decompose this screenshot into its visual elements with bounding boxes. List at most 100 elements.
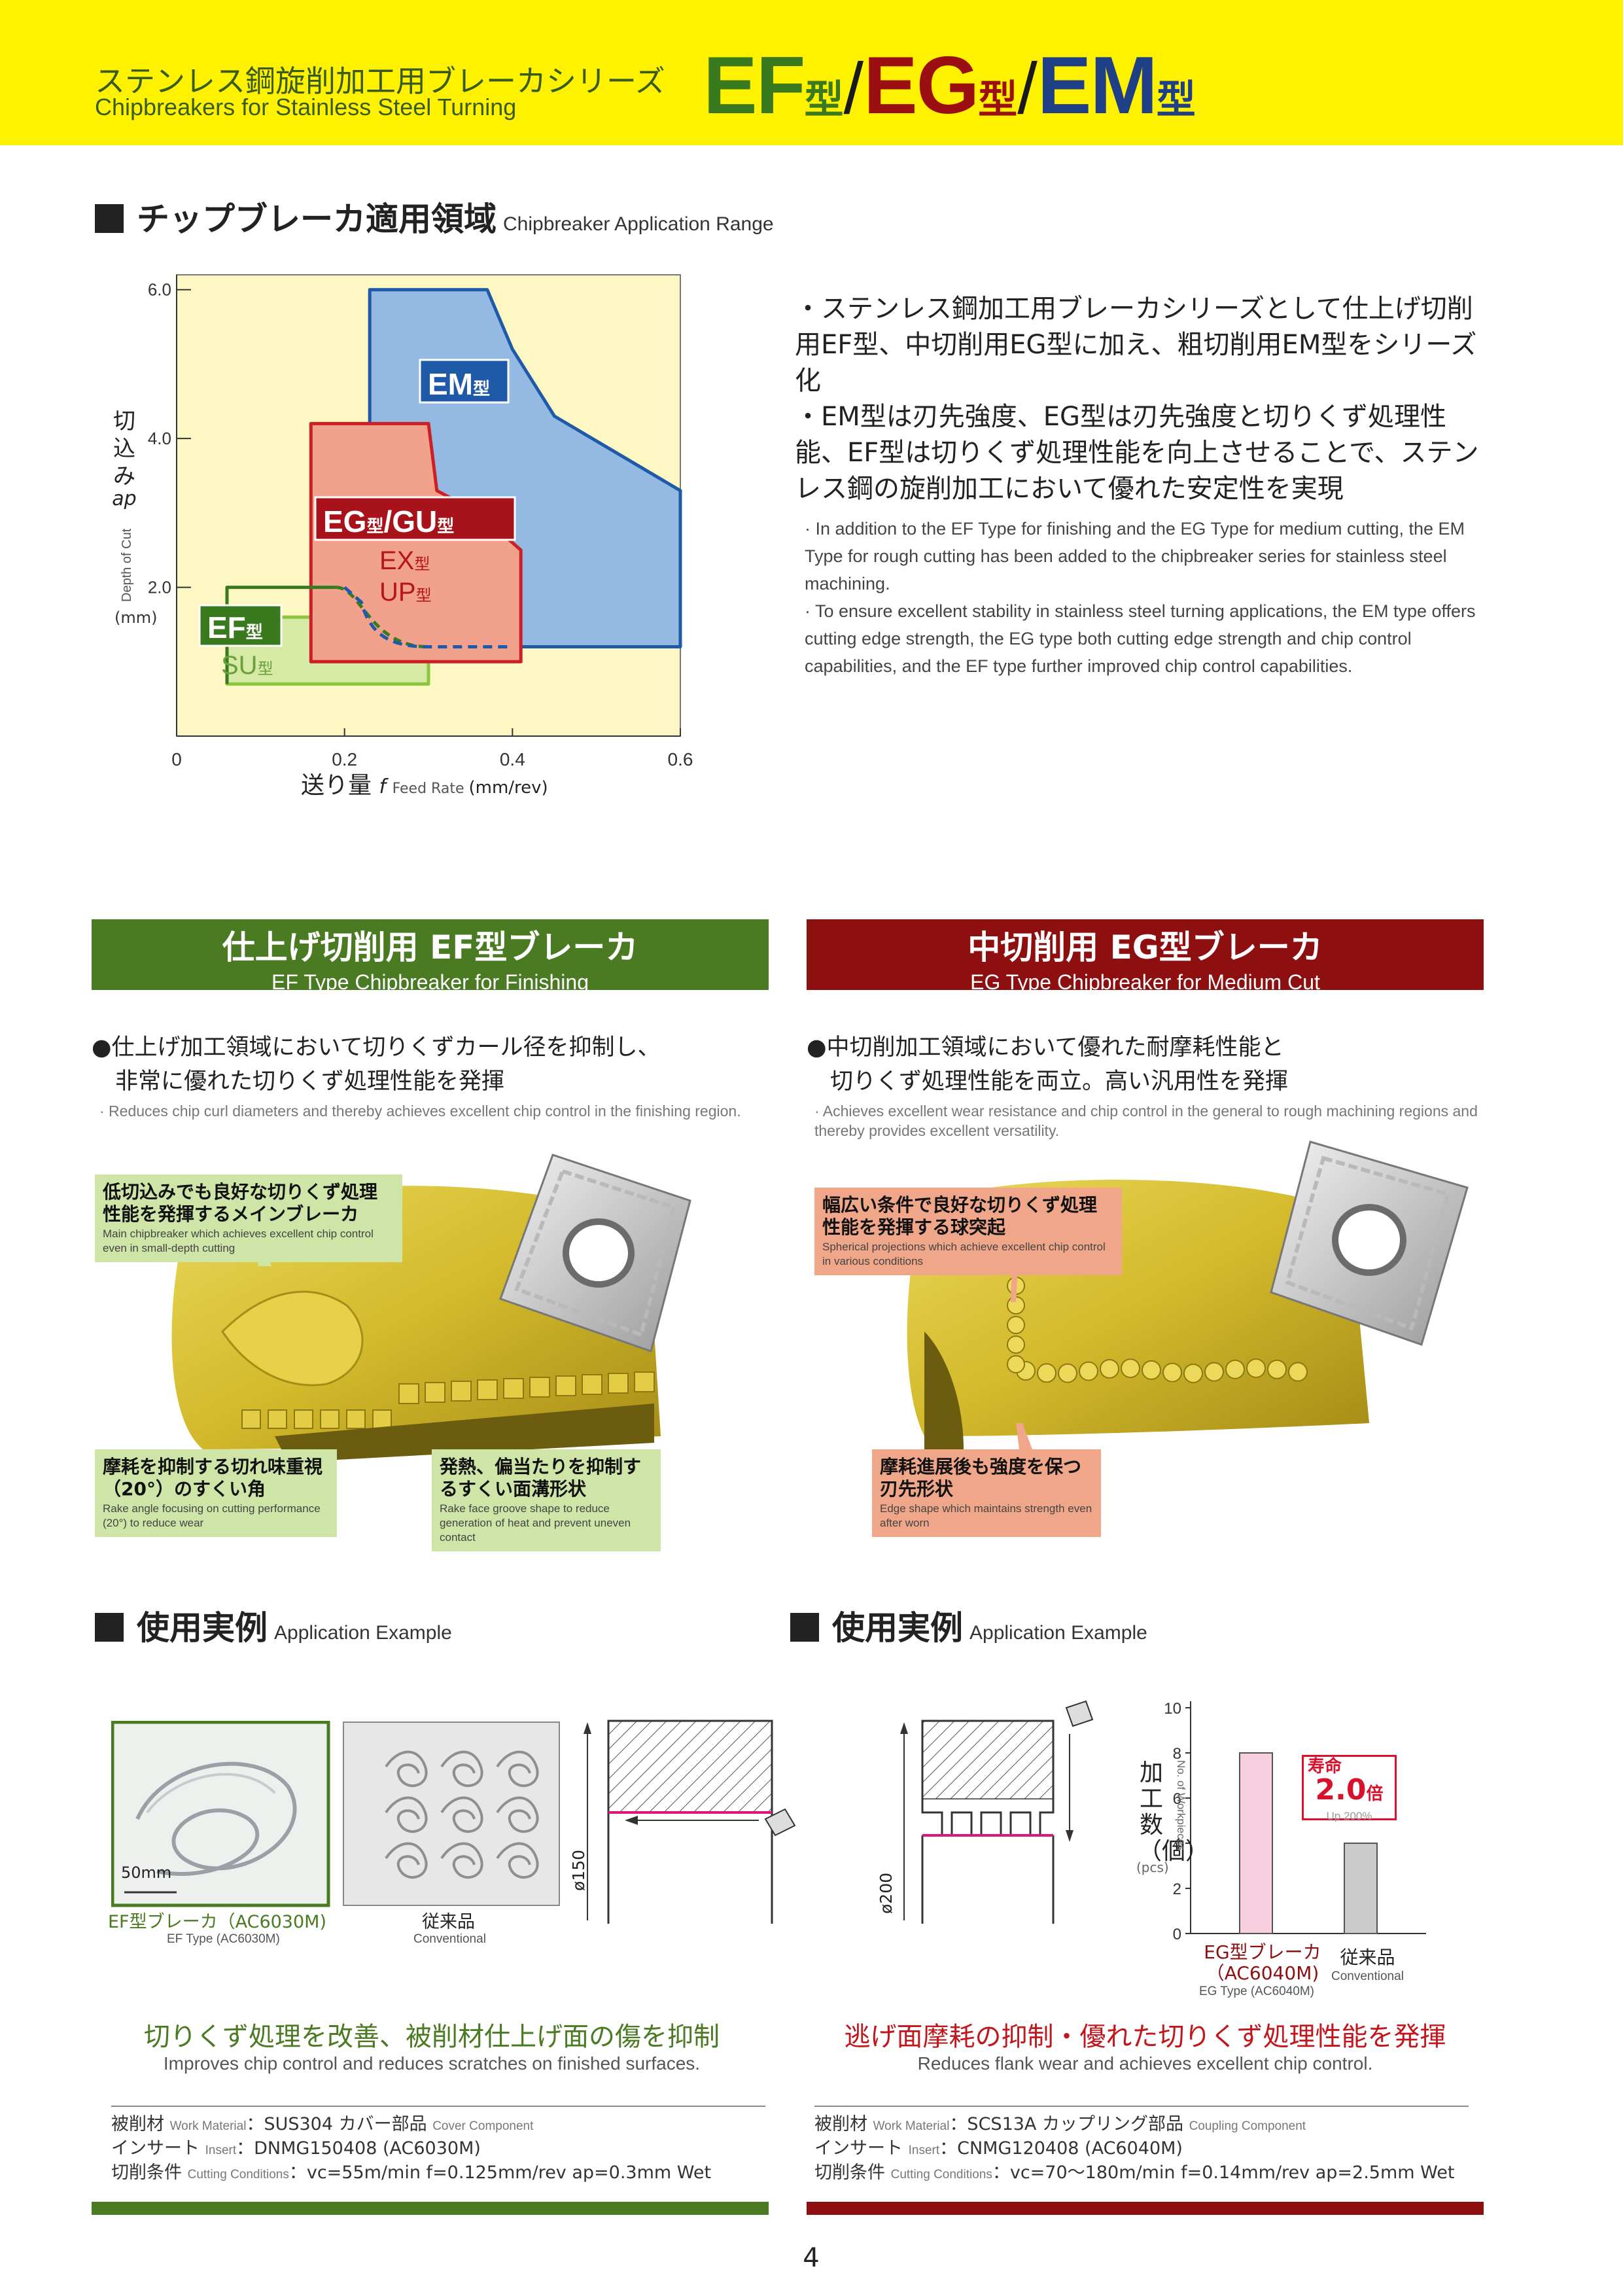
groove-dimple	[241, 1409, 261, 1429]
y-tick-label: 6.0	[148, 280, 171, 300]
app-right-caption: 逃げ面摩耗の抑制・優れた切りくず処理性能を発揮 Reduces flank we…	[807, 2015, 1484, 2074]
eg-bullet-en: · Achieves excellent wear resistance and…	[814, 1103, 1478, 1139]
bar-y-tick-label: 0	[1173, 1926, 1181, 1943]
y-axis-title-char: 込	[113, 436, 135, 462]
spherical-projection	[1183, 1363, 1203, 1383]
ef-bar-title-en: EF Type Chipbreaker for Finishing	[271, 970, 589, 994]
spherical-projection	[1225, 1359, 1245, 1379]
bar-y-tick-label: 6	[1173, 1790, 1181, 1808]
bar-chart-ylabel-en: No. of Workpieces	[1175, 1760, 1187, 1851]
app-right-title-en: Application Example	[969, 1622, 1147, 1644]
bar-chart-ylabel-unit: (pcs)	[1136, 1860, 1169, 1875]
ef-callout-rake-angle: 摩耗を抑制する切れ味重視（20°）のすくい角 Rake angle focusi…	[95, 1449, 337, 1537]
workpiece-diagram-right	[900, 1700, 1094, 1924]
workpiece-diagram-left	[584, 1720, 796, 1924]
region-ex-up	[343, 586, 513, 649]
conventional-chip	[385, 1842, 428, 1879]
groove-dimple	[451, 1381, 472, 1402]
eg-callout-pointer-2	[1016, 1423, 1032, 1449]
eg-callout-2-jp: 摩耗進展後も強度を保つ刃先形状	[880, 1456, 1082, 1500]
scale-label: 50mm	[121, 1863, 172, 1882]
diameter-label-right: ø200	[877, 1872, 896, 1914]
bar-y-tick-label: 2	[1173, 1881, 1181, 1898]
range-title-jp: チップブレーカ適用領域	[137, 200, 497, 238]
y-axis-unit: (mm)	[114, 609, 157, 627]
spherical-projection	[1288, 1362, 1308, 1382]
ef-photo-label: EF型ブレーカ（AC6030M)	[108, 1912, 326, 1932]
x-tick-label: 0.6	[668, 749, 693, 769]
region-label: EF型	[207, 610, 263, 645]
bar2-label: 従来品 Conventional	[1331, 1947, 1404, 1983]
conventional-chip	[440, 1750, 483, 1788]
app-right-title-jp: 使用実例	[832, 1609, 963, 1647]
life-badge: 寿命 2.0倍 Up 200%	[1302, 1755, 1397, 1822]
app-left-title-en: Application Example	[274, 1622, 452, 1644]
spherical-projection	[1204, 1362, 1224, 1382]
groove-dimple	[372, 1409, 392, 1429]
region-label-box	[419, 359, 510, 404]
em-type-char: 型	[1156, 78, 1196, 122]
ef-callout-3-en: Rake face groove shape to reduce generat…	[440, 1502, 631, 1544]
groove-dimple	[398, 1383, 419, 1404]
eg-edge-shadow	[924, 1332, 964, 1462]
conventional-chip	[496, 1796, 539, 1833]
spherical-projection	[1007, 1316, 1025, 1334]
bar1-label-en: EG Type (AC6040M)	[1199, 1985, 1315, 1998]
eg-callout-2-en: Edge shape which maintains strength even…	[880, 1502, 1092, 1529]
range-desc-en-2: · To ensure excellent stability in stain…	[805, 601, 1476, 676]
eg-bar-title-en: EG Type Chipbreaker for Medium Cut	[970, 970, 1320, 994]
cond-right-3: 切削条件 Cutting Conditions：vc=70～180m/min f…	[814, 2163, 1455, 2183]
y-axis-title-char: み	[113, 463, 135, 489]
conventional-chip	[385, 1796, 428, 1833]
eg-callout-1-en: Spherical projections which achieve exce…	[822, 1241, 1106, 1267]
groove-dimple	[320, 1409, 340, 1429]
ef-chip-photo	[111, 1721, 330, 1907]
groove-dimple	[294, 1409, 313, 1429]
range-desc-en-1: · In addition to the EF Type for finishi…	[805, 519, 1465, 593]
spherical-projection	[1058, 1363, 1077, 1383]
x-tick-label: 0	[171, 749, 182, 769]
eg-bullet: ●中切削加工領域において優れた耐摩耗性能と 切りくず処理性能を両立。高い汎用性を…	[807, 1031, 1487, 1140]
cond-left-3: 切削条件 Cutting Conditions：vc=55m/min f=0.1…	[111, 2163, 712, 2183]
spherical-projection	[1142, 1360, 1161, 1380]
em-type-text: EM	[1037, 41, 1158, 131]
x-axis-title: 送り量 f Feed Rate (mm/rev)	[301, 772, 548, 799]
region-label-su: SU型	[221, 651, 273, 680]
conventional-chip	[496, 1750, 539, 1788]
app-right-caption-en: Reduces flank wear and achieves excellen…	[917, 2053, 1373, 2074]
ef-bullet-jp-2: 非常に優れた切りくず処理性能を発揮	[115, 1069, 505, 1095]
conventional-photo-label: 従来品	[422, 1912, 475, 1932]
region-label-up: UP型	[379, 578, 432, 607]
y-tick-label: 4.0	[148, 429, 171, 448]
ef-bullet-en: · Reduces chip curl diameters and thereb…	[99, 1103, 741, 1120]
ef-type-char: 型	[804, 78, 844, 122]
ef-callout-main-breaker: 低切込みでも良好な切りくず処理性能を発揮するメインブレーカ Main chipb…	[95, 1174, 402, 1262]
app-left-title-jp: 使用実例	[137, 1609, 268, 1647]
diameter-label-left: ø150	[569, 1849, 588, 1891]
ef-main-breaker	[221, 1290, 364, 1386]
region-label: EG型/GU型	[323, 504, 454, 539]
spherical-projection	[1100, 1358, 1119, 1379]
ef-callout-2-en: Rake angle focusing on cutting performan…	[103, 1502, 321, 1529]
conventional-chip	[385, 1750, 428, 1788]
spherical-projection	[1246, 1358, 1266, 1379]
life-label-en: Up 200%	[1326, 1810, 1372, 1822]
spherical-projection	[1037, 1363, 1056, 1383]
eg-bar-title-jp: 中切削用 EG型ブレーカ	[968, 928, 1323, 966]
y-tick-label: 2.0	[148, 578, 171, 597]
ef-footer-rule	[92, 2202, 769, 2215]
groove-dimple	[268, 1409, 287, 1429]
spherical-projection	[1079, 1361, 1098, 1381]
insert-icon	[764, 1808, 796, 1837]
eg-type-text: EG	[864, 41, 979, 131]
spherical-projection	[1162, 1362, 1182, 1383]
ef-insert-photo	[499, 1154, 691, 1352]
region-label-box	[198, 604, 283, 647]
ef-bullet: ●仕上げ加工領域において切りくずカール径を抑制し、 非常に優れた切りくず処理性能…	[92, 1031, 772, 1121]
spherical-projection	[1007, 1335, 1025, 1354]
spherical-projection	[1121, 1358, 1140, 1379]
conventional-chip	[440, 1842, 483, 1879]
ef-edge-shadow	[275, 1404, 654, 1462]
